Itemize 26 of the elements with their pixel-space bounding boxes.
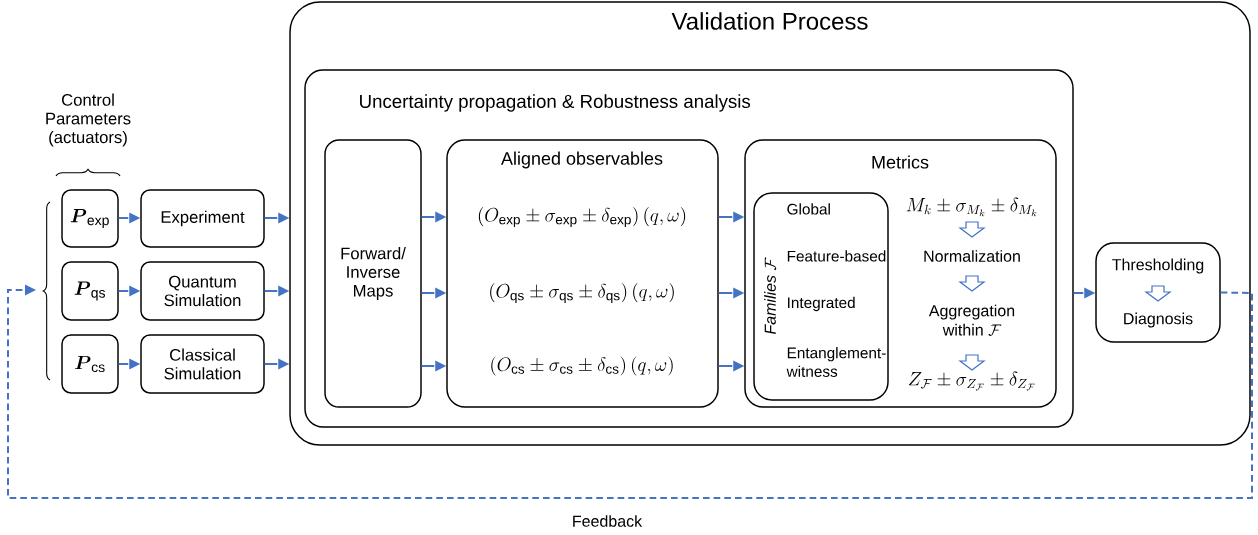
parameter-box: $\boldsymbol{P}_{\mathrm{exp}}$ [61,189,119,248]
process-box: Classical Simulation [140,334,265,394]
process-box: Aligned observables $\left(O_{\mathrm{exp}} \pm \sigma_{\mathrm{exp}} \pm \delta_{\mathrm{exp}}\right)(q,\omega)$ $\left(O_{\mathrm{qs}} \pm \sigma_{\mathrm{qs}} \pm \delta_{\mathrm{qs}}\right)(q,\omega)$ $\left(O_{\mathrm{cs}} \pm \sigma_{\mathrm{cs}} \pm \delta_{\mathrm{cs}}\right)(q,\omega)$ [446,139,719,408]
arrow [263,358,290,370]
arrow [7,284,1253,499]
arrow [263,285,290,297]
arrow [420,360,447,372]
arrow [1072,287,1096,299]
parameter-box: $\boldsymbol{P}_{\mathrm{qs}}$ [61,261,119,321]
arrow [263,212,290,224]
arrow [717,211,745,223]
process-box: Quantum Simulation [140,261,265,321]
process-box: Thresholding Diagnosis [1095,242,1221,343]
process-box: Experiment [140,189,265,248]
arrow [717,287,745,299]
arrow [117,285,141,297]
parameter-box: $\boldsymbol{P}_{\mathrm{cs}}$ [61,334,119,394]
arrow [117,358,141,370]
arrow [420,211,447,223]
arrow [117,212,141,224]
arrow [420,287,447,299]
arrow [717,360,745,372]
list-box: $\textit{Families } \mathcal{F}$ Global Feature-based Integrated Entanglement-witness [753,192,889,401]
edge-label: Feedback [569,512,645,530]
process-box: Forward/ Inverse Maps [324,139,422,408]
caption-text: Control Parameters (actuators) [46,93,131,147]
